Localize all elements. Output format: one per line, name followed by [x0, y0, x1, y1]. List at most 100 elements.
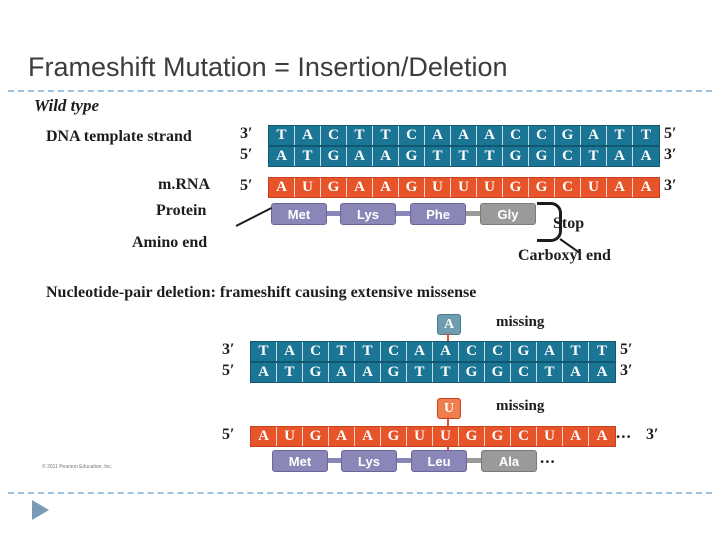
- nucleotide-base: A: [563, 363, 589, 382]
- nucleotide-base: A: [407, 342, 433, 361]
- nucleotide-base: T: [295, 147, 321, 166]
- nucleotide-base: U: [451, 178, 477, 197]
- nucleotide-base: T: [537, 363, 563, 382]
- nucleotide-base: C: [511, 363, 537, 382]
- nucleotide-base: A: [607, 147, 633, 166]
- del-mrna-left-prime: 5′: [222, 426, 235, 443]
- nucleotide-base: C: [555, 147, 581, 166]
- nucleotide-base: T: [581, 147, 607, 166]
- nucleotide-base: T: [477, 147, 503, 166]
- nucleotide-base: T: [277, 363, 303, 382]
- nucleotide-base: G: [459, 427, 485, 446]
- del-aa-link-2: [392, 458, 412, 463]
- nucleotide-base: A: [477, 126, 503, 145]
- frameshift-figure: Wild type DNA template strand m.RNA Prot…: [0, 92, 720, 488]
- nucleotide-base: C: [529, 126, 555, 145]
- nucleotide-base: A: [269, 147, 295, 166]
- nucleotide-base: A: [537, 342, 563, 361]
- wt-dna-top-right-prime: 5′: [664, 125, 677, 142]
- amino-end-label: Amino end: [132, 234, 208, 251]
- nucleotide-base: A: [589, 363, 615, 382]
- nucleotide-base: A: [251, 427, 277, 446]
- nucleotide-base: G: [485, 363, 511, 382]
- nucleotide-base: A: [277, 342, 303, 361]
- protein-ellipsis: ...: [540, 448, 556, 467]
- wt-amino-acid-lys: Lys: [340, 203, 396, 225]
- del-aa-link-3: [462, 458, 482, 463]
- nucleotide-base: A: [347, 178, 373, 197]
- nucleotide-base: C: [303, 342, 329, 361]
- nucleotide-base: G: [511, 342, 537, 361]
- del-dna-bottom-left-prime: 5′: [222, 362, 235, 379]
- missing-mrna-base-chip: U: [437, 398, 461, 419]
- nucleotide-base: G: [555, 126, 581, 145]
- nucleotide-base: A: [329, 427, 355, 446]
- nucleotide-base: A: [251, 363, 277, 382]
- nucleotide-base: A: [355, 427, 381, 446]
- nucleotide-base: T: [329, 342, 355, 361]
- nucleotide-base: G: [485, 427, 511, 446]
- nucleotide-base: C: [399, 126, 425, 145]
- nucleotide-base: U: [277, 427, 303, 446]
- nucleotide-base: C: [511, 427, 537, 446]
- nucleotide-base: G: [381, 427, 407, 446]
- wt-amino-acid-phe: Phe: [410, 203, 466, 225]
- nucleotide-base: A: [355, 363, 381, 382]
- nucleotide-base: T: [269, 126, 295, 145]
- nucleotide-base: T: [433, 363, 459, 382]
- wt-aa-link-2: [392, 211, 412, 216]
- del-dna-top-left-prime: 3′: [222, 341, 235, 358]
- divider-top: [8, 90, 712, 92]
- del-amino-acid-leu: Leu: [411, 450, 467, 472]
- stop-brace: [537, 202, 562, 242]
- nucleotide-base: C: [459, 342, 485, 361]
- nucleotide-base: G: [303, 363, 329, 382]
- nucleotide-base: C: [485, 342, 511, 361]
- wt-aa-link-3: [464, 211, 484, 216]
- nucleotide-base: G: [529, 147, 555, 166]
- del-dna-top-right-prime: 5′: [620, 341, 633, 358]
- nucleotide-base: C: [555, 178, 581, 197]
- wt-mrna-left-prime: 5′: [240, 177, 253, 194]
- wt-dna-top-left-prime: 3′: [240, 125, 253, 142]
- nucleotide-base: G: [399, 147, 425, 166]
- nucleotide-base: T: [589, 342, 615, 361]
- play-icon[interactable]: [32, 500, 49, 520]
- nucleotide-base: U: [433, 427, 459, 446]
- dna-template-strand-label: DNA template strand: [46, 128, 192, 145]
- nucleotide-base: G: [503, 178, 529, 197]
- del-amino-acid-met: Met: [272, 450, 328, 472]
- nucleotide-base: T: [451, 147, 477, 166]
- nucleotide-base: A: [433, 342, 459, 361]
- wt-dna-bottom-left-prime: 5′: [240, 146, 253, 163]
- page-title: Frameshift Mutation = Insertion/Deletion: [28, 52, 508, 82]
- nucleotide-base: A: [425, 126, 451, 145]
- del-mrna-right-prime: 3′: [646, 426, 659, 443]
- nucleotide-base: C: [503, 126, 529, 145]
- nucleotide-base: U: [537, 427, 563, 446]
- protein-label: Protein: [156, 202, 207, 219]
- nucleotide-base: G: [321, 178, 347, 197]
- nucleotide-base: A: [633, 147, 659, 166]
- nucleotide-base: U: [295, 178, 321, 197]
- nucleotide-base: T: [355, 342, 381, 361]
- nucleotide-base: U: [477, 178, 503, 197]
- nucleotide-base: A: [563, 427, 589, 446]
- nucleotide-base: G: [381, 363, 407, 382]
- nucleotide-base: T: [407, 363, 433, 382]
- nucleotide-base: A: [589, 427, 615, 446]
- figure-credit: © 2011 Pearson Education, Inc.: [42, 464, 113, 470]
- nucleotide-base: U: [425, 178, 451, 197]
- nucleotide-base: A: [329, 363, 355, 382]
- nucleotide-base: A: [633, 178, 659, 197]
- divider-bottom: [8, 492, 712, 494]
- nucleotide-base: T: [563, 342, 589, 361]
- deletion-heading: Nucleotide-pair deletion: frameshift cau…: [46, 284, 477, 301]
- nucleotide-base: A: [269, 178, 295, 197]
- missing-mrna-label: missing: [496, 398, 545, 414]
